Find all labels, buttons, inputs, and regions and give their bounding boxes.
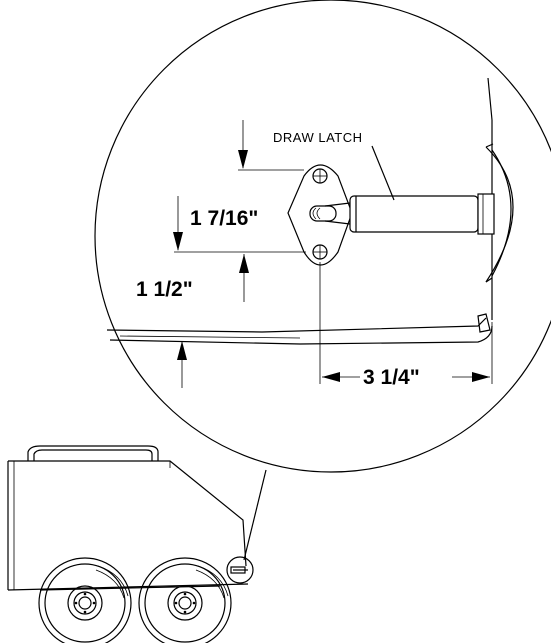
right-wheel — [138, 557, 232, 643]
dimension-label-1-1-2: 1 1/2" — [136, 278, 193, 301]
callout-label: DRAW LATCH — [273, 130, 363, 145]
horizontal-dimension-lines — [319, 262, 493, 384]
dimension-label-3-1-4: 3 1/4" — [363, 366, 420, 389]
cart — [7, 445, 254, 643]
detail-circle — [94, 0, 551, 473]
latch-keeper — [485, 143, 514, 283]
vertical-dimension-lines — [173, 120, 306, 388]
callout-leader — [371, 145, 395, 201]
left-wheel — [38, 557, 132, 643]
detail-leader-line — [243, 469, 267, 561]
dimension-label-1-7-16: 1 7/16" — [190, 207, 258, 230]
draw-latch — [287, 164, 495, 266]
